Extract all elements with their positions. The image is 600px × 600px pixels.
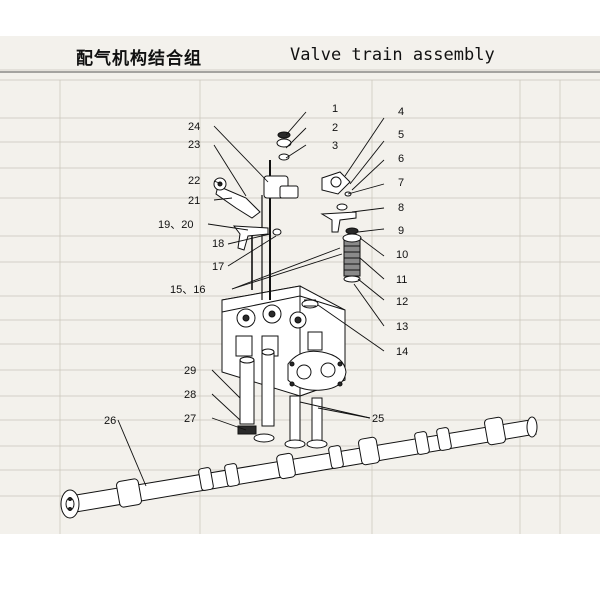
callout-13: 13: [396, 321, 408, 333]
callout-15-16: 15、16: [170, 284, 205, 296]
callout-9: 9: [398, 225, 404, 237]
callout-11: 11: [396, 274, 407, 286]
callout-23: 23: [188, 139, 200, 151]
callout-1: 1: [332, 103, 338, 115]
rocker-arms: [213, 171, 357, 290]
callout-4: 4: [398, 106, 404, 118]
callout-27: 27: [184, 413, 196, 425]
callout-17: 17: [212, 261, 224, 273]
callout-21: 21: [188, 195, 200, 207]
title-chinese: 配气机构结合组: [76, 49, 202, 69]
callout-19-20: 19、20: [158, 219, 193, 231]
callout-14: 14: [396, 346, 408, 358]
tappets: [237, 348, 328, 449]
title-english: Valve train assembly: [290, 45, 495, 65]
callout-18: 18: [212, 238, 224, 250]
callout-29: 29: [184, 365, 196, 377]
callout-26: 26: [104, 415, 116, 427]
callout-10: 10: [396, 249, 408, 261]
callout-labels: 1 2 3 4 5 6 7 8 9 10 11 12 13 14 15、16 1…: [104, 103, 408, 427]
callout-24: 24: [188, 121, 200, 133]
callout-8: 8: [398, 202, 404, 214]
callout-6: 6: [398, 153, 404, 165]
callout-7: 7: [398, 177, 404, 189]
valve-assembly: [261, 131, 362, 309]
callout-5: 5: [398, 129, 404, 141]
callout-28: 28: [184, 389, 196, 401]
leader-lines: [117, 111, 385, 487]
callout-12: 12: [396, 296, 408, 308]
callout-3: 3: [332, 140, 338, 152]
callout-22: 22: [188, 175, 200, 187]
camshaft: [60, 416, 538, 519]
callout-2: 2: [332, 122, 338, 134]
callout-25: 25: [372, 413, 384, 425]
